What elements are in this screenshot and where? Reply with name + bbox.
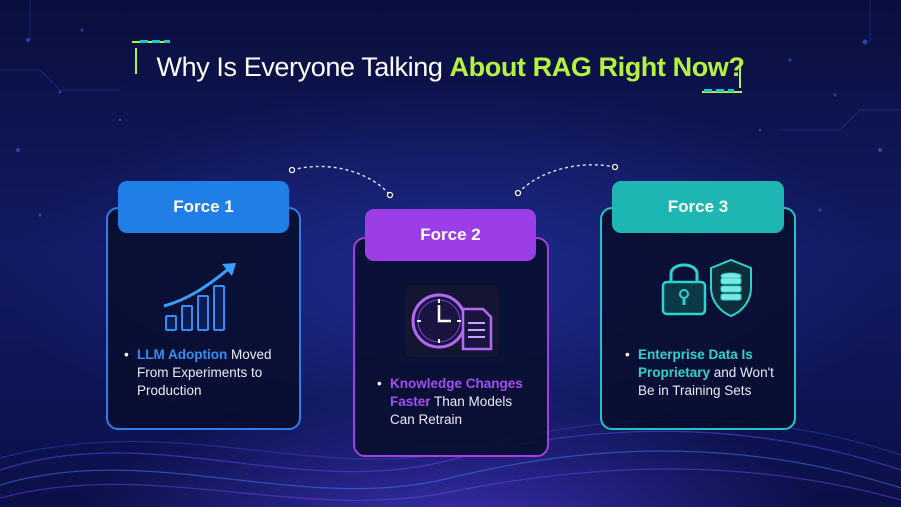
force-1-description: •LLM Adoption Moved From Experiments to … bbox=[124, 347, 272, 398]
force-3-card bbox=[600, 207, 796, 430]
force-1-tab: Force 1 bbox=[118, 181, 289, 233]
title-highlight: About RAG Right Now? bbox=[449, 52, 745, 82]
force-1-text: Moved From Experiments to Production bbox=[137, 347, 272, 398]
force-2-tab: Force 2 bbox=[365, 209, 536, 261]
force-3-tab: Force 3 bbox=[612, 181, 784, 233]
growth-bar-chart-icon bbox=[156, 258, 244, 336]
force-3-text: and Won't Be in Training Sets bbox=[638, 365, 774, 398]
force-2-highlight: Knowledge Changes Faster bbox=[390, 376, 523, 409]
force-3-description: •Enterprise Data Is Proprietary and Won'… bbox=[625, 347, 774, 398]
clock-document-icon bbox=[405, 285, 499, 357]
page-title: Why Is Everyone Talking About RAG Right … bbox=[0, 52, 901, 83]
lock-shield-database-icon bbox=[653, 252, 757, 322]
force-3-highlight: Enterprise Data Is Proprietary bbox=[638, 347, 753, 380]
force-2-text: Than Models Can Retrain bbox=[390, 394, 513, 427]
title-prefix: Why Is Everyone Talking bbox=[156, 52, 450, 82]
force-2-description: •Knowledge Changes Faster Than Models Ca… bbox=[377, 376, 523, 427]
force-1-highlight: LLM Adoption bbox=[137, 347, 228, 362]
